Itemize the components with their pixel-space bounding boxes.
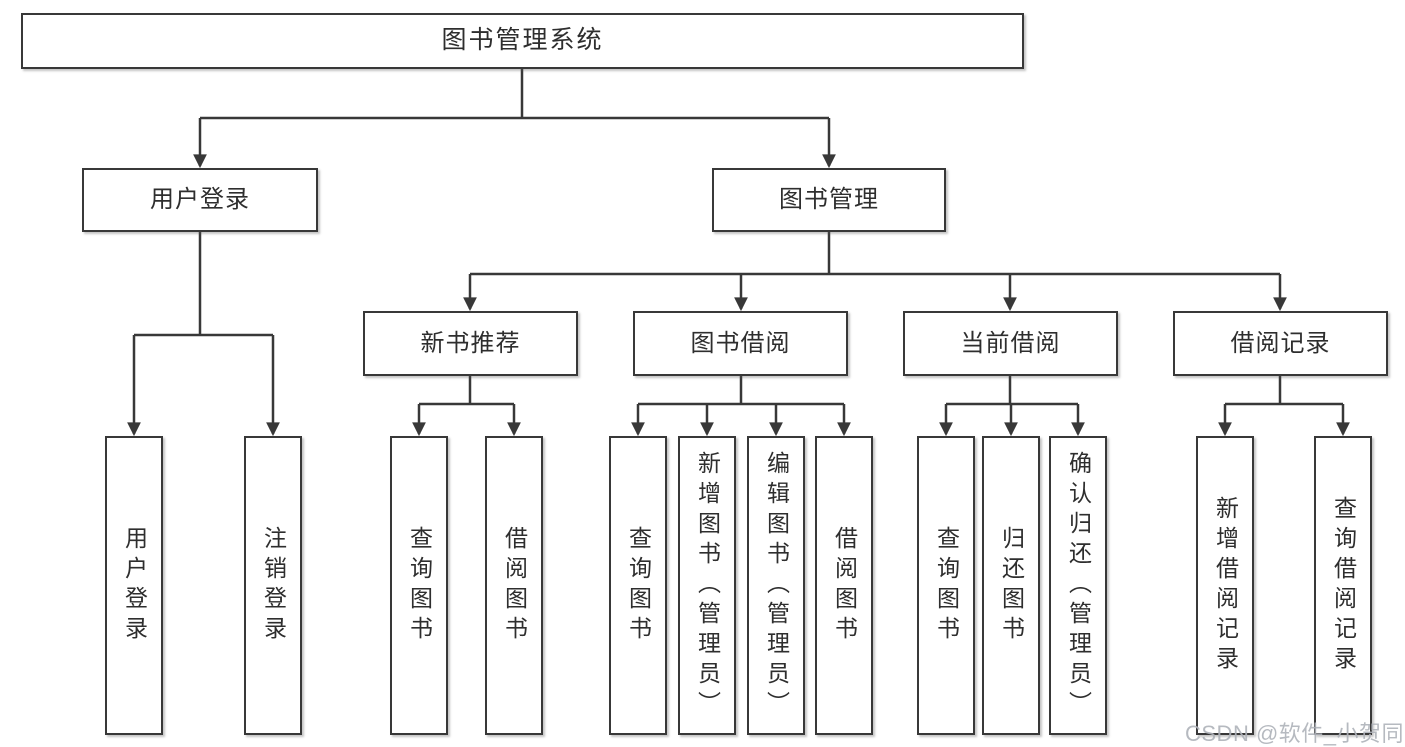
leaf-query-borrow-record: 查询借阅记录 [1314,436,1372,735]
leaf-borrow-books-label: 借阅图书 [831,525,858,646]
leaf-return-books-label: 归还图书 [998,525,1025,646]
leaf-add-book-admin: 新增图书（管理员） [678,436,736,735]
leaf-confirm-return-admin-label: 确认归还（管理员） [1065,450,1092,721]
leaf-borrow-books-recommend: 借阅图书 [485,436,543,735]
node-new-book-recommend: 新书推荐 [363,311,578,376]
node-current-borrow-label: 当前借阅 [960,329,1061,357]
leaf-logout-label: 注销登录 [260,525,287,646]
leaf-query-books-borrow: 查询图书 [609,436,667,735]
node-book-borrow: 图书借阅 [633,311,848,376]
leaf-confirm-return-admin: 确认归还（管理员） [1049,436,1107,735]
node-book-management: 图书管理 [712,168,946,232]
leaf-query-books-current: 查询图书 [917,436,975,735]
leaf-query-books-current-label: 查询图书 [933,525,960,646]
leaf-edit-book-admin-label: 编辑图书（管理员） [763,450,790,721]
leaf-add-borrow-record-label: 新增借阅记录 [1212,495,1239,676]
leaf-user-login: 用户登录 [105,436,163,735]
leaf-add-book-admin-label: 新增图书（管理员） [694,450,721,721]
leaf-user-login-label: 用户登录 [121,525,148,646]
node-borrow-records: 借阅记录 [1173,311,1388,376]
node-current-borrow: 当前借阅 [903,311,1118,376]
leaf-return-books: 归还图书 [982,436,1040,735]
node-root: 图书管理系统 [21,13,1024,69]
node-new-book-recommend-label: 新书推荐 [420,329,521,357]
leaf-query-books-borrow-label: 查询图书 [625,525,652,646]
node-root-label: 图书管理系统 [441,26,604,55]
leaf-query-books-recommend: 查询图书 [390,436,448,735]
node-user-login-label: 用户登录 [150,186,250,213]
node-book-management-label: 图书管理 [779,186,879,213]
node-user-login: 用户登录 [82,168,318,232]
leaf-logout: 注销登录 [244,436,302,735]
node-book-borrow-label: 图书借阅 [690,329,791,357]
leaf-borrow-books: 借阅图书 [815,436,873,735]
leaf-add-borrow-record: 新增借阅记录 [1196,436,1254,735]
leaf-borrow-books-recommend-label: 借阅图书 [501,525,528,646]
node-borrow-records-label: 借阅记录 [1230,329,1331,357]
leaf-query-borrow-record-label: 查询借阅记录 [1330,495,1357,676]
leaf-edit-book-admin: 编辑图书（管理员） [747,436,805,735]
leaf-query-books-recommend-label: 查询图书 [406,525,433,646]
csdn-watermark: CSDN @软件_小贺同学 [1185,721,1405,746]
